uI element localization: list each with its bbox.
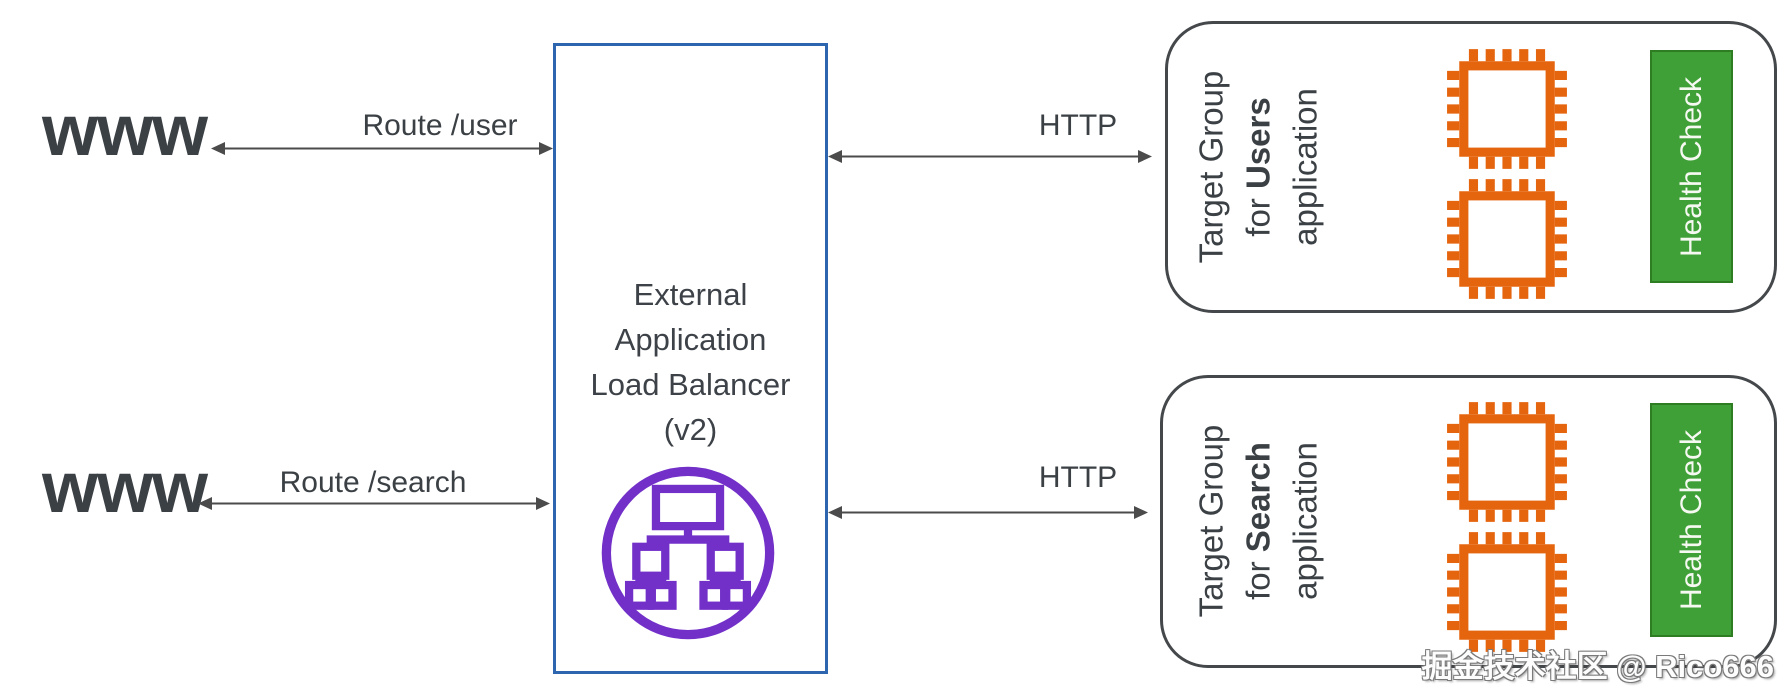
arrow-route-user — [211, 142, 553, 155]
http-top-label: HTTP — [1038, 109, 1118, 142]
load-balancer-title-line: Application — [614, 322, 767, 357]
route-search-label: Route /search — [279, 466, 467, 499]
chip-icon — [1443, 398, 1571, 526]
target-group-label-line: Target Group — [1192, 70, 1230, 264]
target-group-label-line: application — [1286, 442, 1324, 600]
health-check-label: Health Check — [1674, 76, 1708, 257]
load-balancer-title-line: Load Balancer — [590, 367, 791, 402]
chip-icon — [1443, 175, 1571, 303]
watermark: 掘金技术社区 @ Rico666 — [1421, 649, 1774, 684]
load-balancer-icon — [601, 466, 775, 640]
chip-icon — [1443, 45, 1571, 173]
health-check-label: Health Check — [1674, 429, 1708, 611]
target-group-label-line: for Users — [1235, 22, 1282, 312]
health-check-badge-search: Health Check — [1650, 403, 1733, 637]
target-group-label-name: Users — [1239, 97, 1277, 190]
http-bottom-label: HTTP — [1038, 461, 1118, 494]
health-check-badge-users: Health Check — [1650, 50, 1733, 283]
arrow-http-bottom — [828, 506, 1148, 519]
target-group-label-prefix: for — [1239, 189, 1277, 237]
client-www-top: www — [42, 91, 208, 171]
chip-icon — [1443, 528, 1571, 656]
target-group-label-prefix: for — [1239, 552, 1277, 600]
target-group-users-label: Target Group for Users application — [1188, 22, 1329, 312]
target-group-label-line: application — [1286, 88, 1324, 246]
load-balancer-box — [553, 43, 828, 674]
target-group-label-name: Search — [1239, 442, 1277, 553]
target-group-label-line: Target Group — [1192, 424, 1230, 618]
load-balancer-title-line: (v2) — [663, 412, 718, 447]
target-group-search-label: Target Group for Search application — [1188, 376, 1329, 666]
load-balancer-title: External Application Load Balancer (v2) — [553, 272, 828, 452]
arrow-http-top — [828, 150, 1152, 163]
load-balancer-title-line: External — [633, 277, 748, 312]
target-group-label-line: for Search — [1235, 376, 1282, 666]
client-www-bottom: www — [42, 448, 208, 528]
route-user-label: Route /user — [362, 109, 518, 142]
arrow-route-search — [198, 497, 550, 510]
